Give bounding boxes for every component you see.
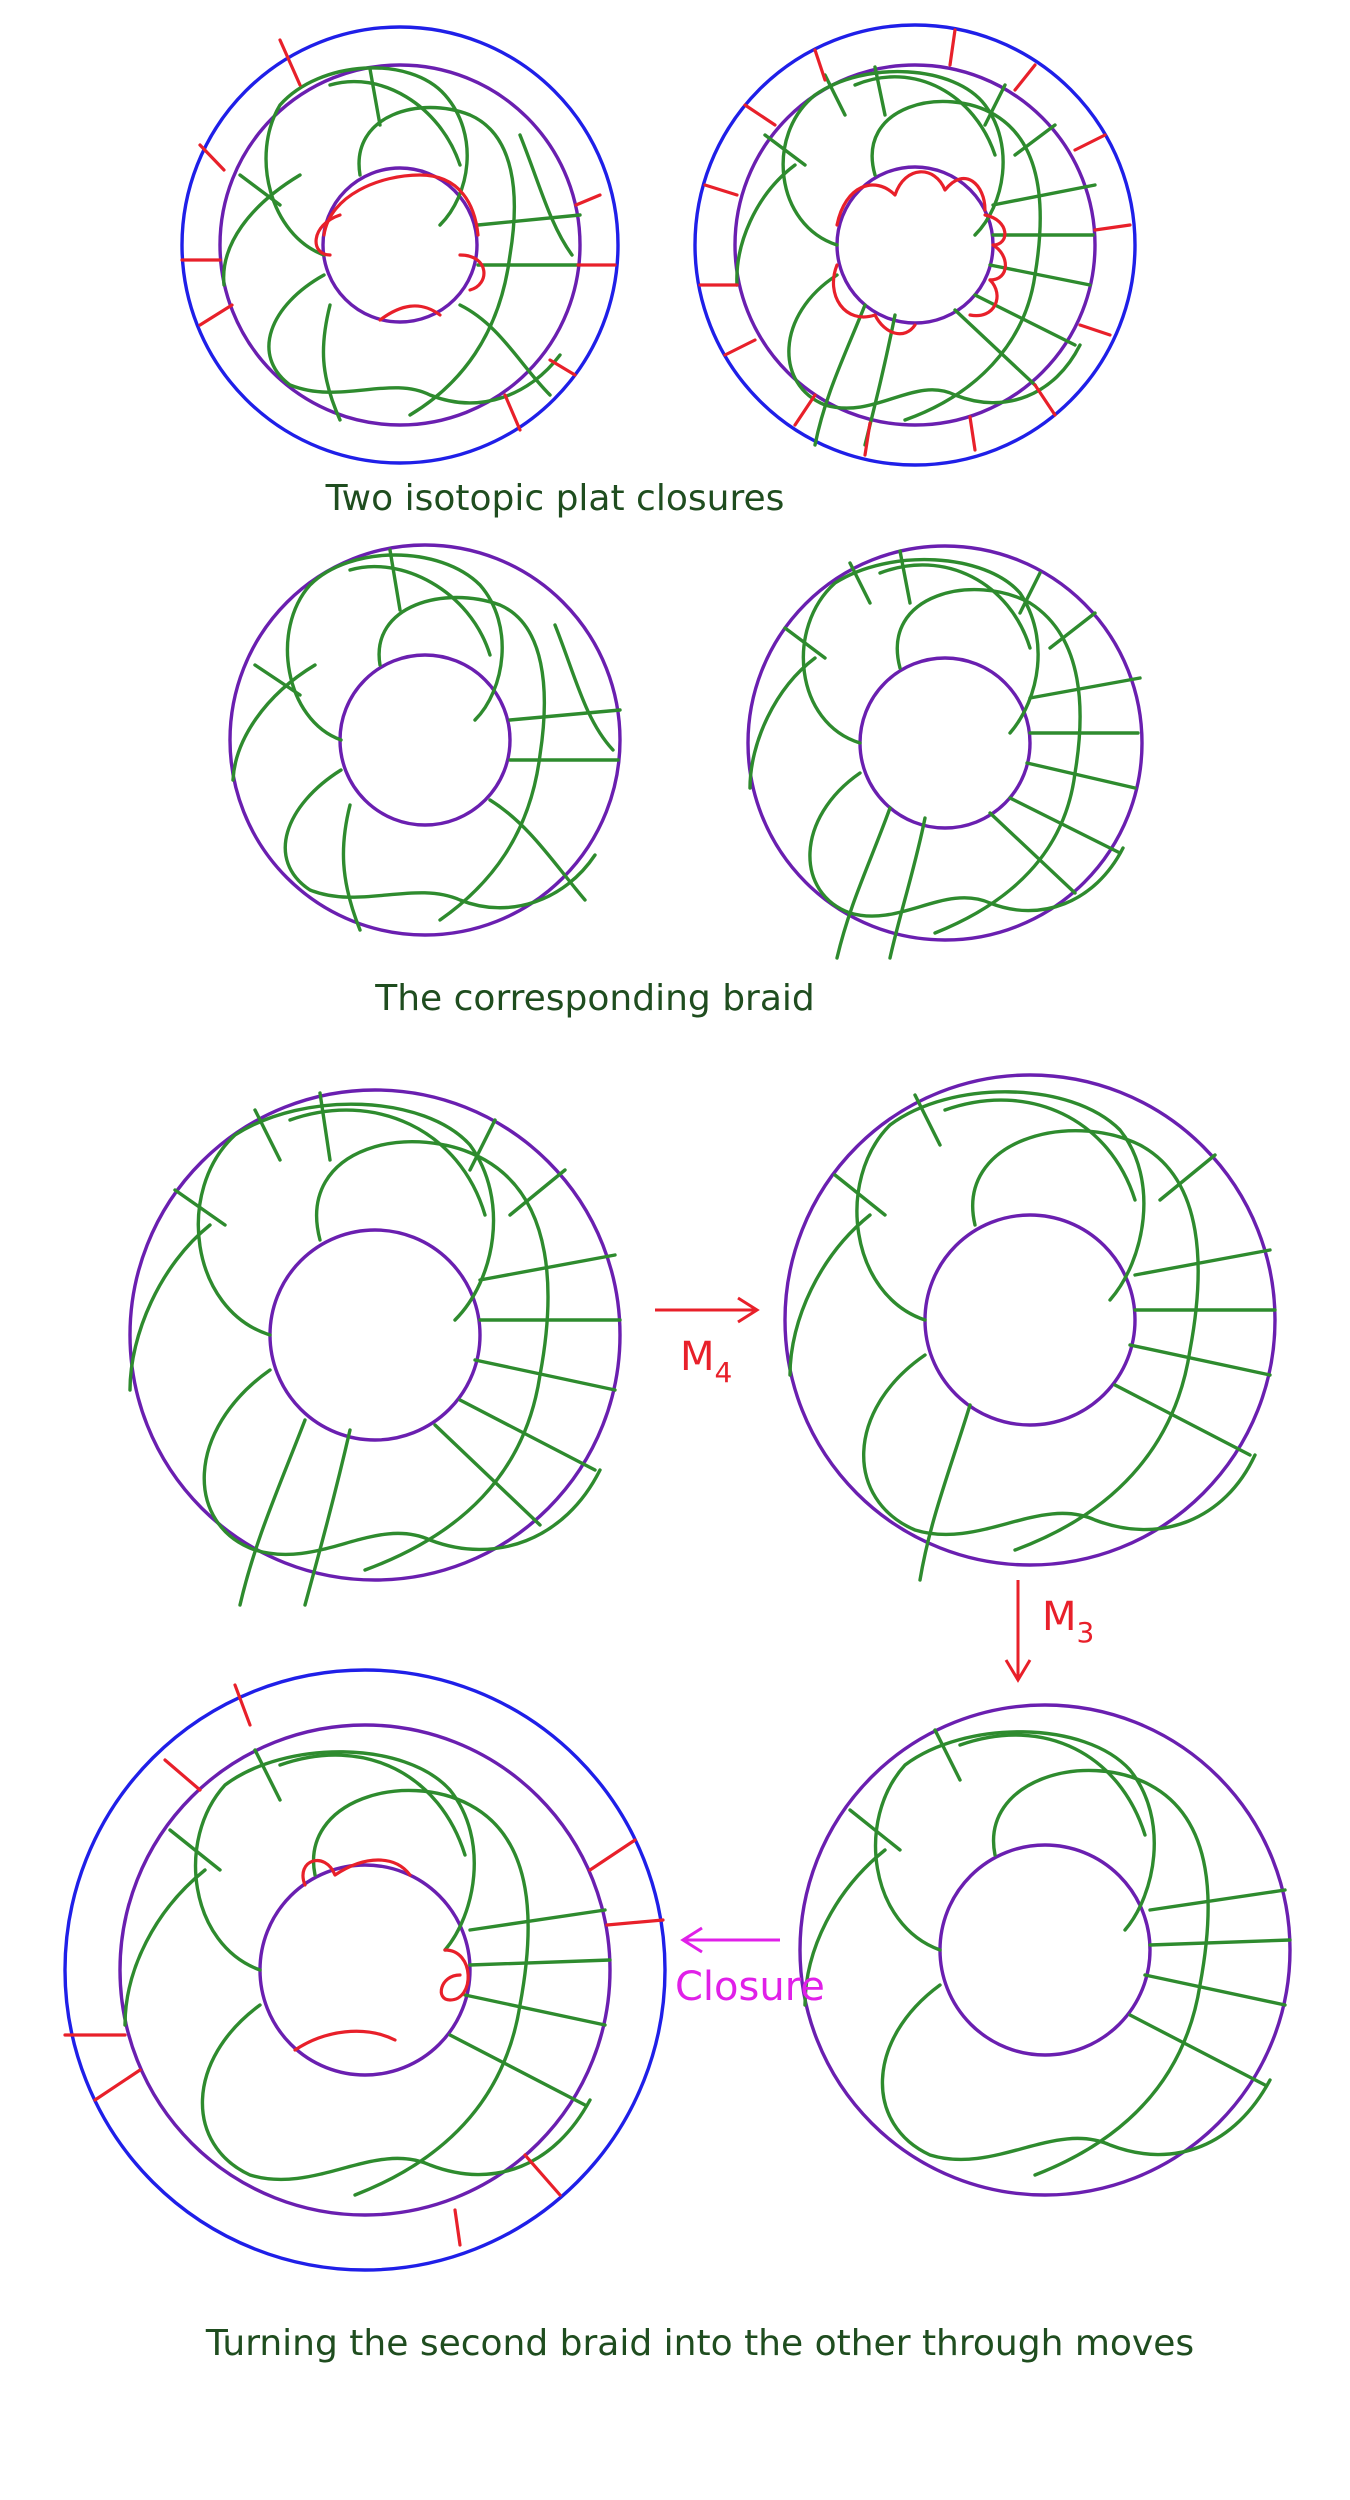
braid-inner-ring <box>268 1228 482 1442</box>
braid-strands <box>803 1728 1292 2177</box>
move-m4-label: M4 <box>680 1334 732 1389</box>
move-m4-arrow: M4 <box>655 1296 760 1389</box>
braid-inner-ring <box>858 656 1032 830</box>
closure-arrow: Closure <box>675 1926 825 2010</box>
braid-outer-ring <box>783 1073 1277 1567</box>
braid-strands <box>748 549 1142 960</box>
braid-3 <box>128 1088 622 1607</box>
caption-top: Two isotopic plat closures <box>325 478 785 519</box>
move-m3-arrow: M3 <box>1004 1580 1094 1683</box>
outer-closure-ring <box>63 1668 667 2272</box>
braid-2 <box>746 544 1144 960</box>
braid-outer-ring <box>228 543 622 937</box>
braid-inner-ring <box>938 1843 1152 2057</box>
braid-outer-ring <box>733 63 1097 427</box>
braid-strands <box>123 1748 612 2197</box>
braid-5 <box>798 1703 1292 2197</box>
closure-label: Closure <box>675 1964 825 2010</box>
braid-inner-ring <box>923 1213 1137 1427</box>
closure-arcs <box>180 38 617 432</box>
closure-arcs <box>63 1683 665 2247</box>
braid-outer-ring <box>128 1088 622 1582</box>
braid-outer-ring <box>218 63 582 427</box>
move-m3-label: M3 <box>1042 1594 1094 1649</box>
braid-inner-ring <box>338 653 512 827</box>
closure-arcs <box>698 28 1132 457</box>
braid-outer-ring <box>798 1703 1292 2197</box>
outer-closure-ring <box>180 25 620 465</box>
braid-inner-ring <box>258 1863 472 2077</box>
braid-1 <box>228 543 622 937</box>
braid-strands <box>221 66 582 422</box>
caption-bottom: Turning the second braid into the other … <box>205 2323 1194 2364</box>
braid-strands <box>128 1091 622 1607</box>
plat-closure-1 <box>180 25 620 465</box>
plat-closure-2 <box>693 23 1137 467</box>
braid-outer-ring <box>118 1723 612 2217</box>
braid-outer-ring <box>746 544 1144 942</box>
braid-strands <box>735 65 1097 447</box>
outer-closure-ring <box>693 23 1137 467</box>
braid-strands <box>788 1090 1277 1582</box>
braid-strands <box>231 548 622 932</box>
braid-4 <box>783 1073 1277 1582</box>
caption-middle: The corresponding braid <box>374 978 815 1019</box>
plat-closure-3 <box>63 1668 667 2272</box>
braid-inner-ring <box>835 165 995 325</box>
braid-inner-ring <box>321 166 479 324</box>
